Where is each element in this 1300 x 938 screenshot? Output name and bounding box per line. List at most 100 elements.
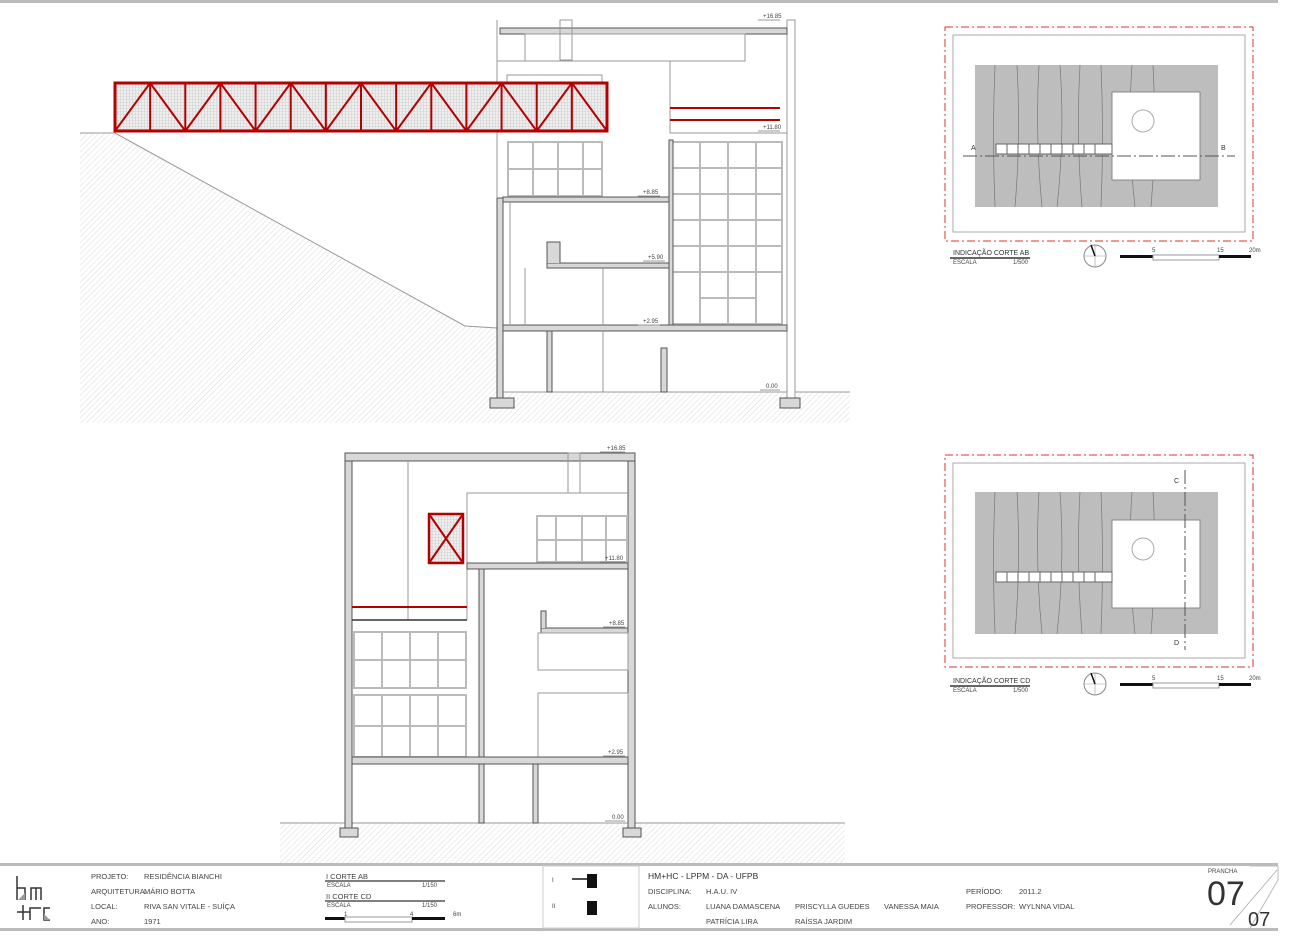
left-wall xyxy=(344,452,353,829)
student-name: VANESSA MAIA xyxy=(884,902,939,911)
cut1-scale-label: ESCALA xyxy=(327,883,351,889)
year-label: ANO: xyxy=(91,917,109,926)
scale-tick: 20m xyxy=(1249,676,1261,682)
period-value: 2011.2 xyxy=(1019,887,1041,896)
truss-diagonal xyxy=(289,82,327,132)
level-marker: +2.95 xyxy=(638,319,660,326)
level-marker: +11.80 xyxy=(758,125,782,132)
cut1-scale: 1/150 xyxy=(422,883,438,889)
truss-diagonal xyxy=(395,82,433,132)
scale-tick: 15 xyxy=(1217,248,1224,254)
sheet-top-border xyxy=(0,0,1278,3)
key-plan-frame xyxy=(944,454,1254,668)
level-marker: +8.85 xyxy=(603,621,625,628)
architect-value: MÁRIO BOTTA xyxy=(144,887,195,896)
key-plan-cd: C D INDICAÇÃO CORTE CD ESCALA 1/500 5 15… xyxy=(944,454,1261,696)
sheet-number: 07 xyxy=(1207,875,1245,913)
legend-label-1: I xyxy=(552,878,554,884)
scale-tick: 15 xyxy=(1217,676,1224,682)
truss-diagonal xyxy=(430,82,468,132)
scale-tick: 5 xyxy=(1152,676,1156,682)
footing-left xyxy=(489,397,515,409)
level-label: +5.90 xyxy=(648,255,664,261)
project-label: PROJETO: xyxy=(91,872,128,881)
cut-legend-box xyxy=(542,865,640,929)
location-label: LOCAL: xyxy=(91,902,118,911)
sheet-total: 07 xyxy=(1248,909,1270,931)
floor-slab-295 xyxy=(351,756,629,765)
terrain-hatch xyxy=(280,823,845,863)
level-label: 0.00 xyxy=(612,815,624,821)
institution: HM+HC - LPPM - DA - UFPB xyxy=(648,871,759,881)
cut1-title: I CORTE AB xyxy=(326,872,368,881)
location-value: RIVA SAN VITALE - SUÍÇA xyxy=(144,902,235,911)
students-label: ALUNOS: xyxy=(648,902,681,911)
scale-tick: 4 xyxy=(410,912,414,918)
truss-diagonal xyxy=(360,82,397,132)
key-plan-title: INDICAÇÃO CORTE AB xyxy=(953,248,1029,257)
roof-slab xyxy=(344,452,636,462)
cut-ab-symbol-icon xyxy=(587,874,597,888)
level-marker: +11.80 xyxy=(600,556,625,563)
discipline-label: DISCIPLINA: xyxy=(648,887,692,896)
architect-label: ARQUITETURA: xyxy=(91,887,147,896)
level-label: +2.95 xyxy=(608,750,624,756)
project-value: RESIDÊNCIA BIANCHI xyxy=(144,872,222,881)
professor-label: PROFESSOR: xyxy=(966,902,1015,911)
truss-diagonal xyxy=(535,82,573,132)
section-cd: +16.85 +11.80 +8.85 +2.95 0.00 xyxy=(280,446,845,863)
floor-slab-885 xyxy=(540,627,629,634)
student-name: PRISCYLLA GUEDES xyxy=(795,902,870,911)
level-label: +16.85 xyxy=(763,14,782,20)
level-marker: +8.85 xyxy=(638,190,660,197)
sheet-label: PRANCHA xyxy=(1208,869,1237,875)
house-footprint xyxy=(1111,519,1201,609)
truss-diagonal xyxy=(465,82,503,132)
student-name: PATRÍCIA LIRA xyxy=(706,917,758,926)
truss-diagonal xyxy=(149,82,187,132)
section-ab: +16.85 +11.80 +8.85 +5.90 +2.95 0.00 xyxy=(80,14,850,423)
truss-diagonal xyxy=(219,82,257,132)
floor-slab-1180 xyxy=(466,562,629,570)
level-label: +11.80 xyxy=(605,556,624,562)
cut2-title: II CORTE CD xyxy=(326,892,372,901)
truss-diagonal xyxy=(254,82,292,132)
scale-value: 1/500 xyxy=(1013,688,1029,694)
scale-label: ESCALA xyxy=(953,688,977,694)
ground-line xyxy=(80,132,498,329)
truss-diagonal xyxy=(571,82,608,132)
graphic-scale-bar: 1 4 6m xyxy=(325,912,461,923)
scale-tick: 1 xyxy=(344,912,348,918)
graphic-scale-bar: 5 15 20m xyxy=(1120,248,1261,261)
cut-cd-symbol-icon xyxy=(587,901,597,915)
level-label: 0.00 xyxy=(766,384,778,390)
student-name: LUANA DAMASCENA xyxy=(706,902,780,911)
scale-tick: 5 xyxy=(1152,248,1156,254)
bridge-plan xyxy=(995,571,1113,583)
scale-label: ESCALA xyxy=(953,260,977,266)
floor-slab-885 xyxy=(502,196,670,203)
cut2-scale: 1/150 xyxy=(422,903,438,909)
level-marker: +2.95 xyxy=(603,750,625,757)
hmhc-logo xyxy=(16,876,50,921)
year-value: 1971 xyxy=(144,917,161,926)
cut-label-a: A xyxy=(971,145,976,152)
truss-diagonal xyxy=(500,82,538,132)
graphic-scale-bar: 5 15 20m xyxy=(1120,676,1261,689)
legend-label-2: II xyxy=(552,904,556,910)
truss-diagonal xyxy=(114,82,151,132)
key-plan-title: INDICAÇÃO CORTE CD xyxy=(953,676,1030,685)
truss-diagonal xyxy=(325,82,362,132)
bridge-plan xyxy=(995,143,1113,155)
key-plan-ab: A B INDICAÇÃO CORTE AB ESCALA 1/500 5 15… xyxy=(944,26,1261,268)
scale-tick: 20m xyxy=(1249,248,1261,254)
right-wall xyxy=(786,19,796,399)
student-name: RAÍSSA JARDIM xyxy=(795,917,852,926)
cut-label-d: D xyxy=(1174,640,1179,647)
house-footprint xyxy=(1111,91,1201,181)
level-marker: 0.00 xyxy=(760,384,780,391)
scale-tick: 6m xyxy=(453,912,461,918)
level-label: +16.85 xyxy=(607,446,626,452)
footing-right xyxy=(779,397,801,409)
